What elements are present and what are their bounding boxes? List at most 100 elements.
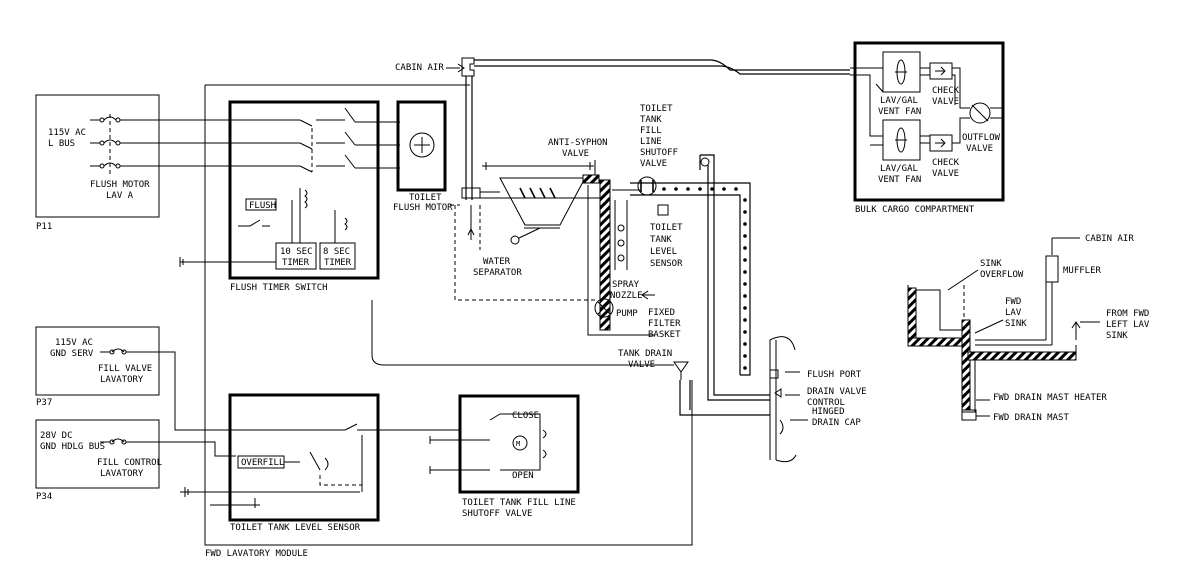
timer-8-label-2: TIMER <box>324 258 352 268</box>
p34-panel: 28V DC GND HDLG BUS FILL CONTROL LAVATOR… <box>35 419 360 502</box>
water-line-dot <box>743 294 747 298</box>
level-sensor-label-3: LEVEL <box>650 247 677 257</box>
filter-basket-label-2: FILTER <box>648 319 681 329</box>
p11-bus-line2: L BUS <box>48 139 75 149</box>
flush-motor-label-1: TOILET <box>409 193 442 203</box>
tank-water-line <box>630 182 751 376</box>
water-line-dot <box>743 258 747 262</box>
pump-label: PUMP <box>616 309 638 319</box>
check1-label-2: VALVE <box>932 97 959 107</box>
flush-port-label: FLUSH PORT <box>807 370 862 380</box>
fwd-lav-sink-label-3: SINK <box>1005 319 1027 329</box>
water-separator-label-2: SEPARATOR <box>473 268 522 278</box>
pump-icon <box>594 298 614 318</box>
anti-syphon-label-1: ANTI-SYPHON <box>548 138 608 148</box>
sink-overflow-label-1: SINK <box>980 259 1002 269</box>
spray-nozzle-label-2: NOZZLE <box>610 291 643 301</box>
timer-10-label-1: 10 SEC <box>280 247 313 257</box>
toilet-flush-motor: TOILET FLUSH MOTOR <box>393 100 453 213</box>
filter-basket-label-3: BASKET <box>648 330 681 340</box>
drain-valve-control-label-1: DRAIN VALVE <box>807 387 867 397</box>
muffler-label: MUFFLER <box>1063 266 1102 276</box>
from-fwd-left-lav-label-3: SINK <box>1106 331 1128 341</box>
water-line-dot <box>662 187 666 191</box>
flush-timer-switch-title: FLUSH TIMER SWITCH <box>230 283 328 293</box>
water-line-dot <box>743 342 747 346</box>
flush-button-box <box>245 198 277 211</box>
mast-cabin-air-label: CABIN AIR <box>1085 234 1134 244</box>
flush-motor-label-2: FLUSH MOTOR <box>393 203 453 213</box>
toilet-bowl-assembly: WATER SEPARATOR <box>461 162 600 278</box>
spray-nozzle-label-1: SPRAY <box>612 280 640 290</box>
fwd-lav-module-title: FWD LAVATORY MODULE <box>205 549 308 559</box>
fan1-label-1: LAV/GAL <box>880 96 918 106</box>
water-line-dot <box>743 270 747 274</box>
p34-breaker-line2: LAVATORY <box>100 469 144 479</box>
water-line-dot <box>710 187 714 191</box>
fill-shutoff-label-3: FILL <box>640 126 662 136</box>
p37-breaker-line2: LAVATORY <box>100 375 144 385</box>
fill-shutoff-label-2: TANK <box>640 115 662 125</box>
anti-syphon-label-2: VALVE <box>562 149 589 159</box>
timer-10-label-2: TIMER <box>282 258 310 268</box>
fill-valve-module: CLOSE OPEN M TOILET TANK FILL LINE SHUTO… <box>429 394 580 519</box>
water-line-dot <box>743 318 747 322</box>
outflow-label-2: VALVE <box>966 144 993 154</box>
fill-line-shutoff-valve: TOILET TANK FILL LINE SHUTOFF VALVE <box>637 104 678 196</box>
sink-overflow-label-2: OVERFLOW <box>980 270 1024 280</box>
fwd-lav-sink-label-1: FWD <box>1005 297 1021 307</box>
drain-mast-label: FWD DRAIN MAST <box>993 413 1069 423</box>
fill-shutoff-label-1: TOILET <box>640 104 673 114</box>
tank-drain-valve: TANK DRAIN VALVE <box>371 300 770 416</box>
overfill-label: OVERFILL <box>241 458 284 468</box>
water-line-dot <box>743 282 747 286</box>
pump-assembly: PUMP FIXED FILTER BASKET <box>450 204 681 340</box>
timer-10-sec <box>275 242 317 270</box>
fill-shutoff-label-6: VALVE <box>640 159 667 169</box>
water-line-dot <box>674 187 678 191</box>
from-fwd-left-lav-label-1: FROM FWD <box>1106 309 1149 319</box>
fan1-label-2: VENT FAN <box>878 107 921 117</box>
water-line-dot <box>743 234 747 238</box>
water-line-dot <box>743 246 747 250</box>
timer-8-label-1: 8 SEC <box>323 247 350 257</box>
hinged-drain-cap-label-1: HINGED <box>812 407 845 417</box>
p37-bus-line2: GND SERV <box>50 349 94 359</box>
drain-valve-control-label-2: CONTROL <box>807 398 845 408</box>
water-line-dot <box>698 187 702 191</box>
water-line-dot <box>743 222 747 226</box>
level-sensor-label-1: TOILET <box>650 223 683 233</box>
anti-syphon-valve: ANTI-SYPHON VALVE <box>548 138 655 336</box>
p37-breaker-line1: FILL VALVE <box>98 364 152 374</box>
level-sensor-module: OVERFILL TOILET TANK LEVEL SENSOR <box>210 393 460 533</box>
water-line-dot <box>743 354 747 358</box>
p34-bus-line2: GND HDLG BUS <box>40 442 105 452</box>
p11-breaker-line1: FLUSH MOTOR <box>90 180 150 190</box>
p37-bus-line1: 115V AC <box>55 338 93 348</box>
drain-mast-assembly: CABIN AIR MUFFLER SINK OVERFLOW FWD LAV … <box>907 234 1150 423</box>
bulk-cargo-compartment: BULK CARGO COMPARTMENT LAV/GAL VENT FAN … <box>850 41 1005 215</box>
p11-breaker-line2: LAV A <box>106 191 134 201</box>
drain-mast-heater-label: FWD DRAIN MAST HEATER <box>993 393 1107 403</box>
water-line-dot <box>743 198 747 202</box>
check1-label-1: CHECK <box>932 86 960 96</box>
water-line-dot <box>743 366 747 370</box>
water-line-dot <box>722 187 726 191</box>
close-label: CLOSE <box>512 411 539 421</box>
fill-valve-title-1: TOILET TANK FILL LINE <box>462 498 576 508</box>
motor-m-label: M <box>516 440 520 448</box>
tank-level-sensor: TOILET TANK LEVEL SENSOR SPRAY NOZZLE <box>610 200 683 301</box>
level-sensor-module-title: TOILET TANK LEVEL SENSOR <box>230 523 361 533</box>
open-label: OPEN <box>512 471 534 481</box>
from-fwd-left-lav-label-2: LEFT LAV <box>1106 320 1150 330</box>
cabin-air-top-label: CABIN AIR <box>395 63 444 73</box>
timer-8-sec <box>319 242 356 270</box>
p11-bus-line1: 115V AC <box>48 128 86 138</box>
fan2-label-2: VENT FAN <box>878 175 921 185</box>
fill-shutoff-label-4: LINE <box>640 137 662 147</box>
flush-button-label: FLUSH <box>249 201 276 211</box>
flush-timer-switch-module: FLUSH 10 SEC TIMER 8 SEC TIMER FLUSH TIM… <box>179 100 400 293</box>
outflow-label-1: OUTFLOW <box>962 133 1001 143</box>
fan2-label-1: LAV/GAL <box>880 164 918 174</box>
level-sensor-label-2: TANK <box>650 235 672 245</box>
